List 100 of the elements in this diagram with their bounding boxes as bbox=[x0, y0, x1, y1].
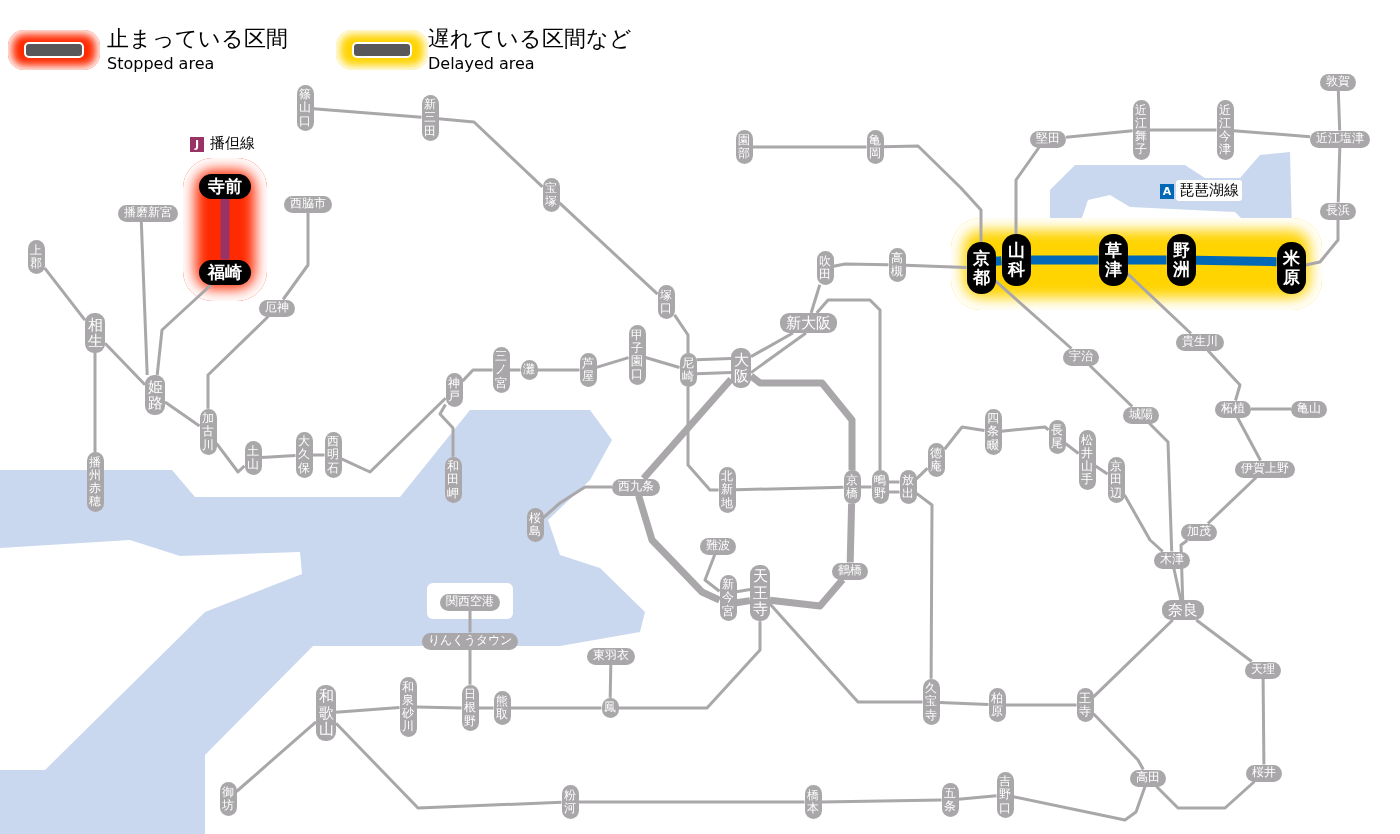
rail-line bbox=[1030, 255, 1099, 265]
rail-line bbox=[1206, 349, 1242, 401]
rail-line bbox=[340, 397, 447, 474]
rail-line bbox=[1149, 128, 1217, 132]
station-label: 西脇市 bbox=[284, 195, 332, 213]
station-label: 五条 bbox=[941, 783, 959, 817]
rail-line bbox=[558, 201, 659, 296]
line-badge: A bbox=[1160, 184, 1174, 199]
rail-line bbox=[578, 800, 805, 804]
rail-line bbox=[860, 485, 872, 489]
rail-line bbox=[206, 315, 270, 409]
rail-line bbox=[93, 353, 97, 453]
station-label: 園部 bbox=[735, 130, 753, 164]
station-label: 吹田 bbox=[816, 251, 834, 285]
station-label: 鴫野 bbox=[871, 470, 889, 504]
station-label: 篠山口 bbox=[296, 84, 314, 132]
station-label: 上郡 bbox=[27, 240, 45, 274]
station-label: 相生 bbox=[85, 313, 105, 353]
station-label: 亀岡 bbox=[866, 130, 884, 164]
rail-line bbox=[905, 263, 967, 269]
station-label: 鳳 bbox=[601, 697, 619, 719]
rail-line bbox=[509, 368, 521, 372]
station-label: 王寺 bbox=[1076, 688, 1094, 722]
station-label: 天理 bbox=[1245, 661, 1281, 679]
station-label: 日根野 bbox=[461, 684, 479, 732]
rail-line bbox=[542, 485, 612, 519]
legend-text: 遅れている区間など bbox=[428, 25, 632, 53]
rail-line bbox=[1088, 364, 1134, 408]
rail-line bbox=[1155, 780, 1256, 810]
station-label: 神戸 bbox=[445, 373, 463, 407]
legend-caption: Stopped area bbox=[107, 54, 215, 73]
legend-caption: Delayed area bbox=[428, 54, 535, 73]
rail-line bbox=[1001, 425, 1050, 433]
station-label: 和歌山 bbox=[316, 684, 336, 742]
rail-line bbox=[1336, 147, 1342, 203]
station-label: 桜井 bbox=[1246, 764, 1282, 782]
station-label: 土山 bbox=[244, 441, 262, 475]
station-label: 橋本 bbox=[804, 785, 822, 819]
rail-line bbox=[438, 403, 455, 457]
rail-line bbox=[686, 386, 719, 492]
rail-line bbox=[768, 603, 923, 704]
line-name: 琵琶湖線 bbox=[1176, 180, 1242, 201]
rail-line bbox=[815, 298, 882, 471]
rail-line bbox=[1092, 618, 1174, 698]
station-label: 灘 bbox=[520, 359, 538, 381]
rail-line bbox=[939, 700, 989, 707]
rail-line bbox=[1005, 703, 1077, 707]
rail-line bbox=[915, 467, 929, 480]
station-label: 天王寺 bbox=[750, 564, 770, 622]
rail-line bbox=[1013, 786, 1147, 822]
rail-line bbox=[1092, 712, 1145, 771]
station-label: 四条畷 bbox=[984, 408, 1002, 456]
rail-line bbox=[596, 356, 629, 369]
station-label: 徳庵 bbox=[927, 443, 945, 477]
station-label: 近江今津 bbox=[1216, 100, 1234, 160]
rail-line bbox=[1195, 255, 1277, 267]
station-label: 新大阪 bbox=[779, 313, 837, 333]
station-label: 近江塩津 bbox=[1310, 130, 1370, 148]
rail-line bbox=[833, 262, 889, 268]
station-label: 播州赤穂 bbox=[86, 452, 104, 512]
station-label: 大久保 bbox=[295, 431, 313, 479]
station-label: 新三田 bbox=[421, 94, 439, 142]
station-label: 吉野口 bbox=[996, 771, 1014, 819]
rail-line bbox=[313, 107, 422, 119]
rail-line bbox=[510, 706, 602, 710]
rail-line bbox=[312, 453, 325, 457]
rail-line bbox=[696, 370, 732, 376]
station-label: 大阪 bbox=[731, 348, 751, 388]
rail-line bbox=[1251, 407, 1291, 411]
rail-line bbox=[468, 610, 472, 633]
station-label: 厄神 bbox=[259, 299, 295, 317]
station-label: 久宝寺 bbox=[922, 678, 940, 726]
station-label: 和泉砂川 bbox=[399, 677, 417, 737]
station-label: 宝塚 bbox=[542, 178, 560, 212]
rail-line bbox=[438, 117, 544, 188]
station-label: 伊賀上野 bbox=[1235, 460, 1295, 478]
station-label: 敦賀 bbox=[1320, 73, 1356, 91]
station-label: 京田辺 bbox=[1107, 456, 1125, 504]
station-label: 柏原 bbox=[988, 688, 1006, 722]
line-badge: J bbox=[190, 137, 204, 152]
rail-line bbox=[139, 221, 149, 376]
rail-line bbox=[958, 794, 997, 801]
station-label: 加古川 bbox=[199, 408, 217, 456]
rail-line bbox=[1233, 129, 1311, 139]
rail-line bbox=[43, 267, 87, 321]
station-label: 難波 bbox=[700, 537, 736, 555]
rail-line bbox=[215, 442, 246, 474]
rail-line bbox=[1127, 255, 1167, 265]
rail-line bbox=[1123, 494, 1164, 553]
rail-line bbox=[478, 706, 494, 710]
rail-line bbox=[645, 356, 680, 369]
rail-line bbox=[673, 313, 690, 354]
rail-line bbox=[735, 485, 844, 492]
station-label: 塚口 bbox=[657, 285, 675, 319]
rail-line bbox=[281, 212, 310, 301]
rail-line bbox=[1148, 422, 1174, 552]
rail-line bbox=[335, 706, 400, 714]
station-label: 宇治 bbox=[1063, 348, 1099, 366]
rail-line bbox=[943, 425, 985, 451]
rail-line bbox=[537, 368, 580, 372]
